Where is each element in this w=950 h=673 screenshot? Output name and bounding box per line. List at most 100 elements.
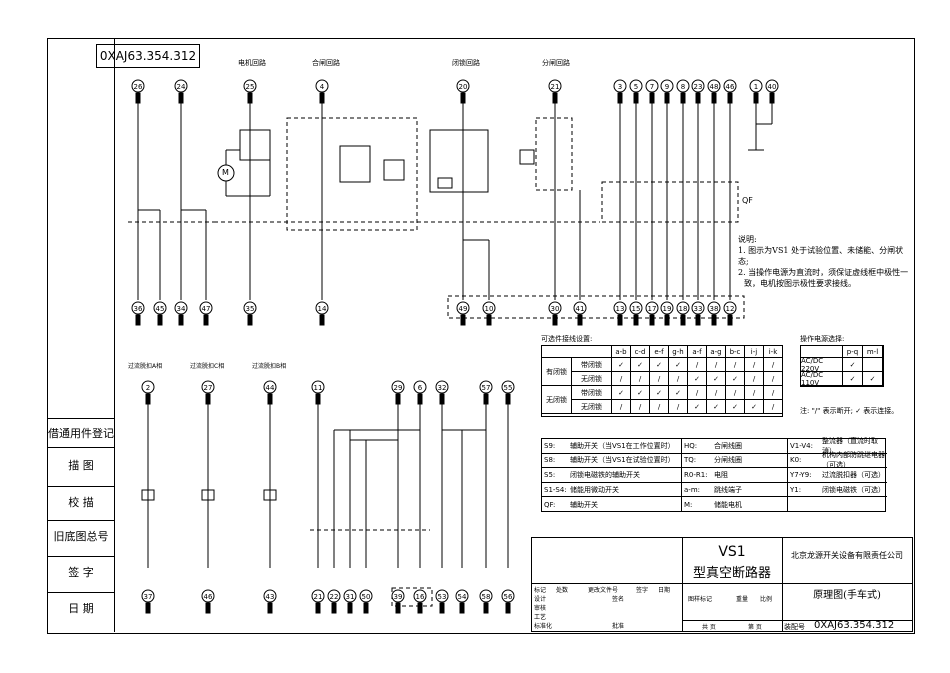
top-terminal-plug-14 [753,92,759,104]
bottom-terminal-label-4: 35 [246,305,255,313]
lower-terminal-plug-3 [315,602,321,614]
options-row-label-0: 带闭锁 [572,358,612,372]
top-terminal-12 [707,79,721,93]
bottom-terminal-plug-3 [203,314,209,326]
mid-terminal-label-2: 44 [266,384,275,392]
bottom-terminal-plug-15 [695,314,701,326]
mid-label-1: 重量 [736,596,749,603]
options-cell-0-0: ✓ [612,358,631,372]
mid-terminal-6 [435,380,449,394]
top-terminal-plug-15 [769,92,775,104]
lower-terminal-plug-0 [145,602,151,614]
bottom-terminal-1 [153,301,167,315]
sign-label-1: 审核 [534,605,547,612]
bottom-terminal-label-6: 49 [459,305,468,313]
mid-terminal-label-1: 27 [204,384,213,392]
left-col-2: 校 描 [48,486,114,517]
mid-label-0: 图样标记 [688,596,713,603]
options-cell-2-3: ✓ [669,386,688,400]
mid-terminal-2 [263,380,277,394]
power-row-label-1: AC/DC 110V [801,371,843,387]
legend-cell-2-0: S5: [542,468,568,483]
legend-cell-1-5: 机构内部防跳继电器（可选） [820,451,887,470]
options-cell-1-2: / [650,372,669,386]
lower-terminal-label-9: 53 [438,593,447,601]
top-terminal-7 [629,79,643,93]
lower-terminal-label-1: 46 [204,593,213,601]
left-col-0: 借通用件登记 [48,418,114,448]
top-terminal-1 [174,79,188,93]
top-terminal-plug-12 [711,92,717,104]
open-circuit-label: 分闸回路 [542,59,570,67]
lower-terminal-label-8: 16 [416,593,425,601]
top-terminal-label-3: 4 [320,83,325,91]
options-cell-0-3: ✓ [669,358,688,372]
top-terminal-plug-7 [633,92,639,104]
options-cell-2-5: / [707,386,726,400]
top-terminal-plug-10 [680,92,686,104]
lock-circuit-label: 闭锁回路 [452,59,480,67]
bottom-terminal-plug-1 [157,314,163,326]
bottom-terminal-label-9: 41 [576,305,585,313]
bottom-terminal-plug-13 [664,314,670,326]
lower-terminal-plug-12 [505,602,511,614]
bottom-terminal-plug-17 [727,314,733,326]
sheet-label-1: 第 页 [748,624,762,631]
bottom-terminal-plug-10 [617,314,623,326]
mid-terminal-label-7: 57 [482,384,491,392]
drawing-number-box: 0XAJ63.354.312 [96,44,200,68]
top-terminal-plug-11 [695,92,701,104]
lower-terminal-plug-8 [417,602,423,614]
options-cell-2-8: / [764,386,783,400]
legend-cell-3-1: 储能用微动开关 [568,482,682,498]
lower-terminal-label-12: 56 [504,593,513,601]
options-cell-2-2: ✓ [650,386,669,400]
bottom-terminal-12 [645,301,659,315]
mid-terminal-plug-6 [439,393,445,405]
lower-terminal-label-3: 21 [314,593,323,601]
company: 北京龙源开关设备有限责任公司 [791,551,903,560]
legend-cell-2-2: R0-R1: [682,468,712,483]
bottom-terminal-label-5: 14 [318,305,327,313]
top-terminal-0 [131,79,145,93]
lower-terminal-6 [359,589,373,603]
options-cell-1-6: ✓ [726,372,745,386]
options-cell-3-5: ✓ [707,400,726,414]
bottom-terminal-label-16: 38 [710,305,719,313]
small-label-1: 批准 [612,623,625,630]
bottom-terminal-0 [131,301,145,315]
lower-terminal-1 [201,589,215,603]
mid-terminal-plug-3 [315,393,321,405]
mid-terminal-label-0: 2 [146,384,150,392]
options-col-5: a-g [707,346,726,358]
legend-cell-0-3: 合闸线圈 [712,439,788,454]
bottom-terminal-3 [199,301,213,315]
options-col-4: a-f [688,346,707,358]
legend-cell-3-4: Y1: [788,483,820,498]
options-cell-1-4: ✓ [688,372,707,386]
bottom-terminal-plug-16 [711,314,717,326]
mid-terminal-label-6: 32 [438,384,447,392]
bottom-terminal-2 [174,301,188,315]
power-cell-1-0: ✓ [843,372,863,386]
power-header-corner [801,346,843,358]
legend-cell-3-5: 闭锁电磁铁（可选） [820,483,887,498]
mid-terminal-plug-1 [205,393,211,405]
bottom-terminal-plug-8 [552,314,558,326]
top-terminal-label-7: 5 [634,83,638,91]
mid-terminal-label-4: 29 [394,384,403,392]
lower-terminal-plug-2 [267,602,273,614]
options-cell-2-6: / [726,386,745,400]
bottom-terminal-6 [456,301,470,315]
legend-cell-0-2: HQ: [682,439,712,454]
rev-label-4: 日期 [658,587,671,594]
small-label-0: 签名 [612,596,625,603]
options-cell-1-0: / [612,372,631,386]
options-cell-0-6: / [726,358,745,372]
legend-cell-0-1: 辅助开关（当VS1在工作位置时） [568,439,682,454]
mid-terminal-3 [311,380,325,394]
lower-terminal-3 [311,589,325,603]
legend-cell-4-0: QF: [544,500,556,509]
bottom-terminal-plug-0 [135,314,141,326]
power-cell-1-1: ✓ [863,372,883,386]
